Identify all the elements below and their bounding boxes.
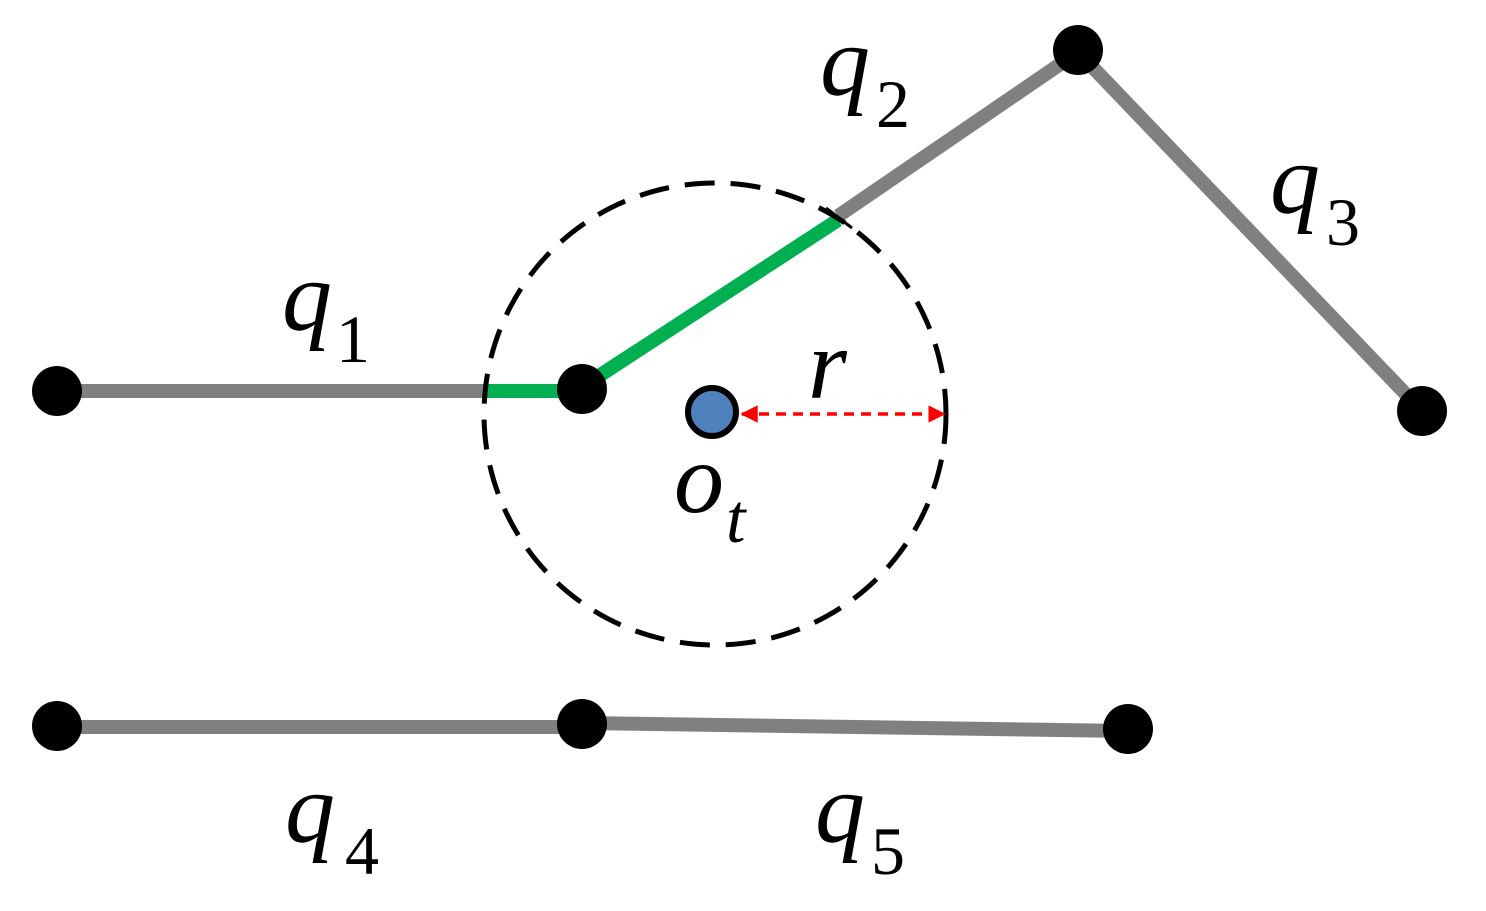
- node: [557, 699, 607, 749]
- node: [1053, 25, 1103, 75]
- query-point: [685, 385, 739, 439]
- label-q5: q5: [815, 753, 905, 889]
- highlight-q2-part: [578, 214, 842, 393]
- node: [1397, 386, 1447, 436]
- search-range-circle: [481, 180, 949, 648]
- segment-q2: [834, 46, 1082, 222]
- segment-q5: [581, 716, 1129, 738]
- segment-q3: [1072, 47, 1428, 416]
- node: [32, 701, 82, 751]
- label-q3: q3: [1270, 124, 1360, 260]
- label-q2: q2: [820, 6, 910, 142]
- label-radius: r: [808, 309, 848, 420]
- node: [557, 364, 607, 414]
- label-q1: q1: [282, 241, 370, 377]
- node: [32, 366, 82, 416]
- label-ot: ot: [674, 423, 747, 558]
- node: [1103, 704, 1153, 754]
